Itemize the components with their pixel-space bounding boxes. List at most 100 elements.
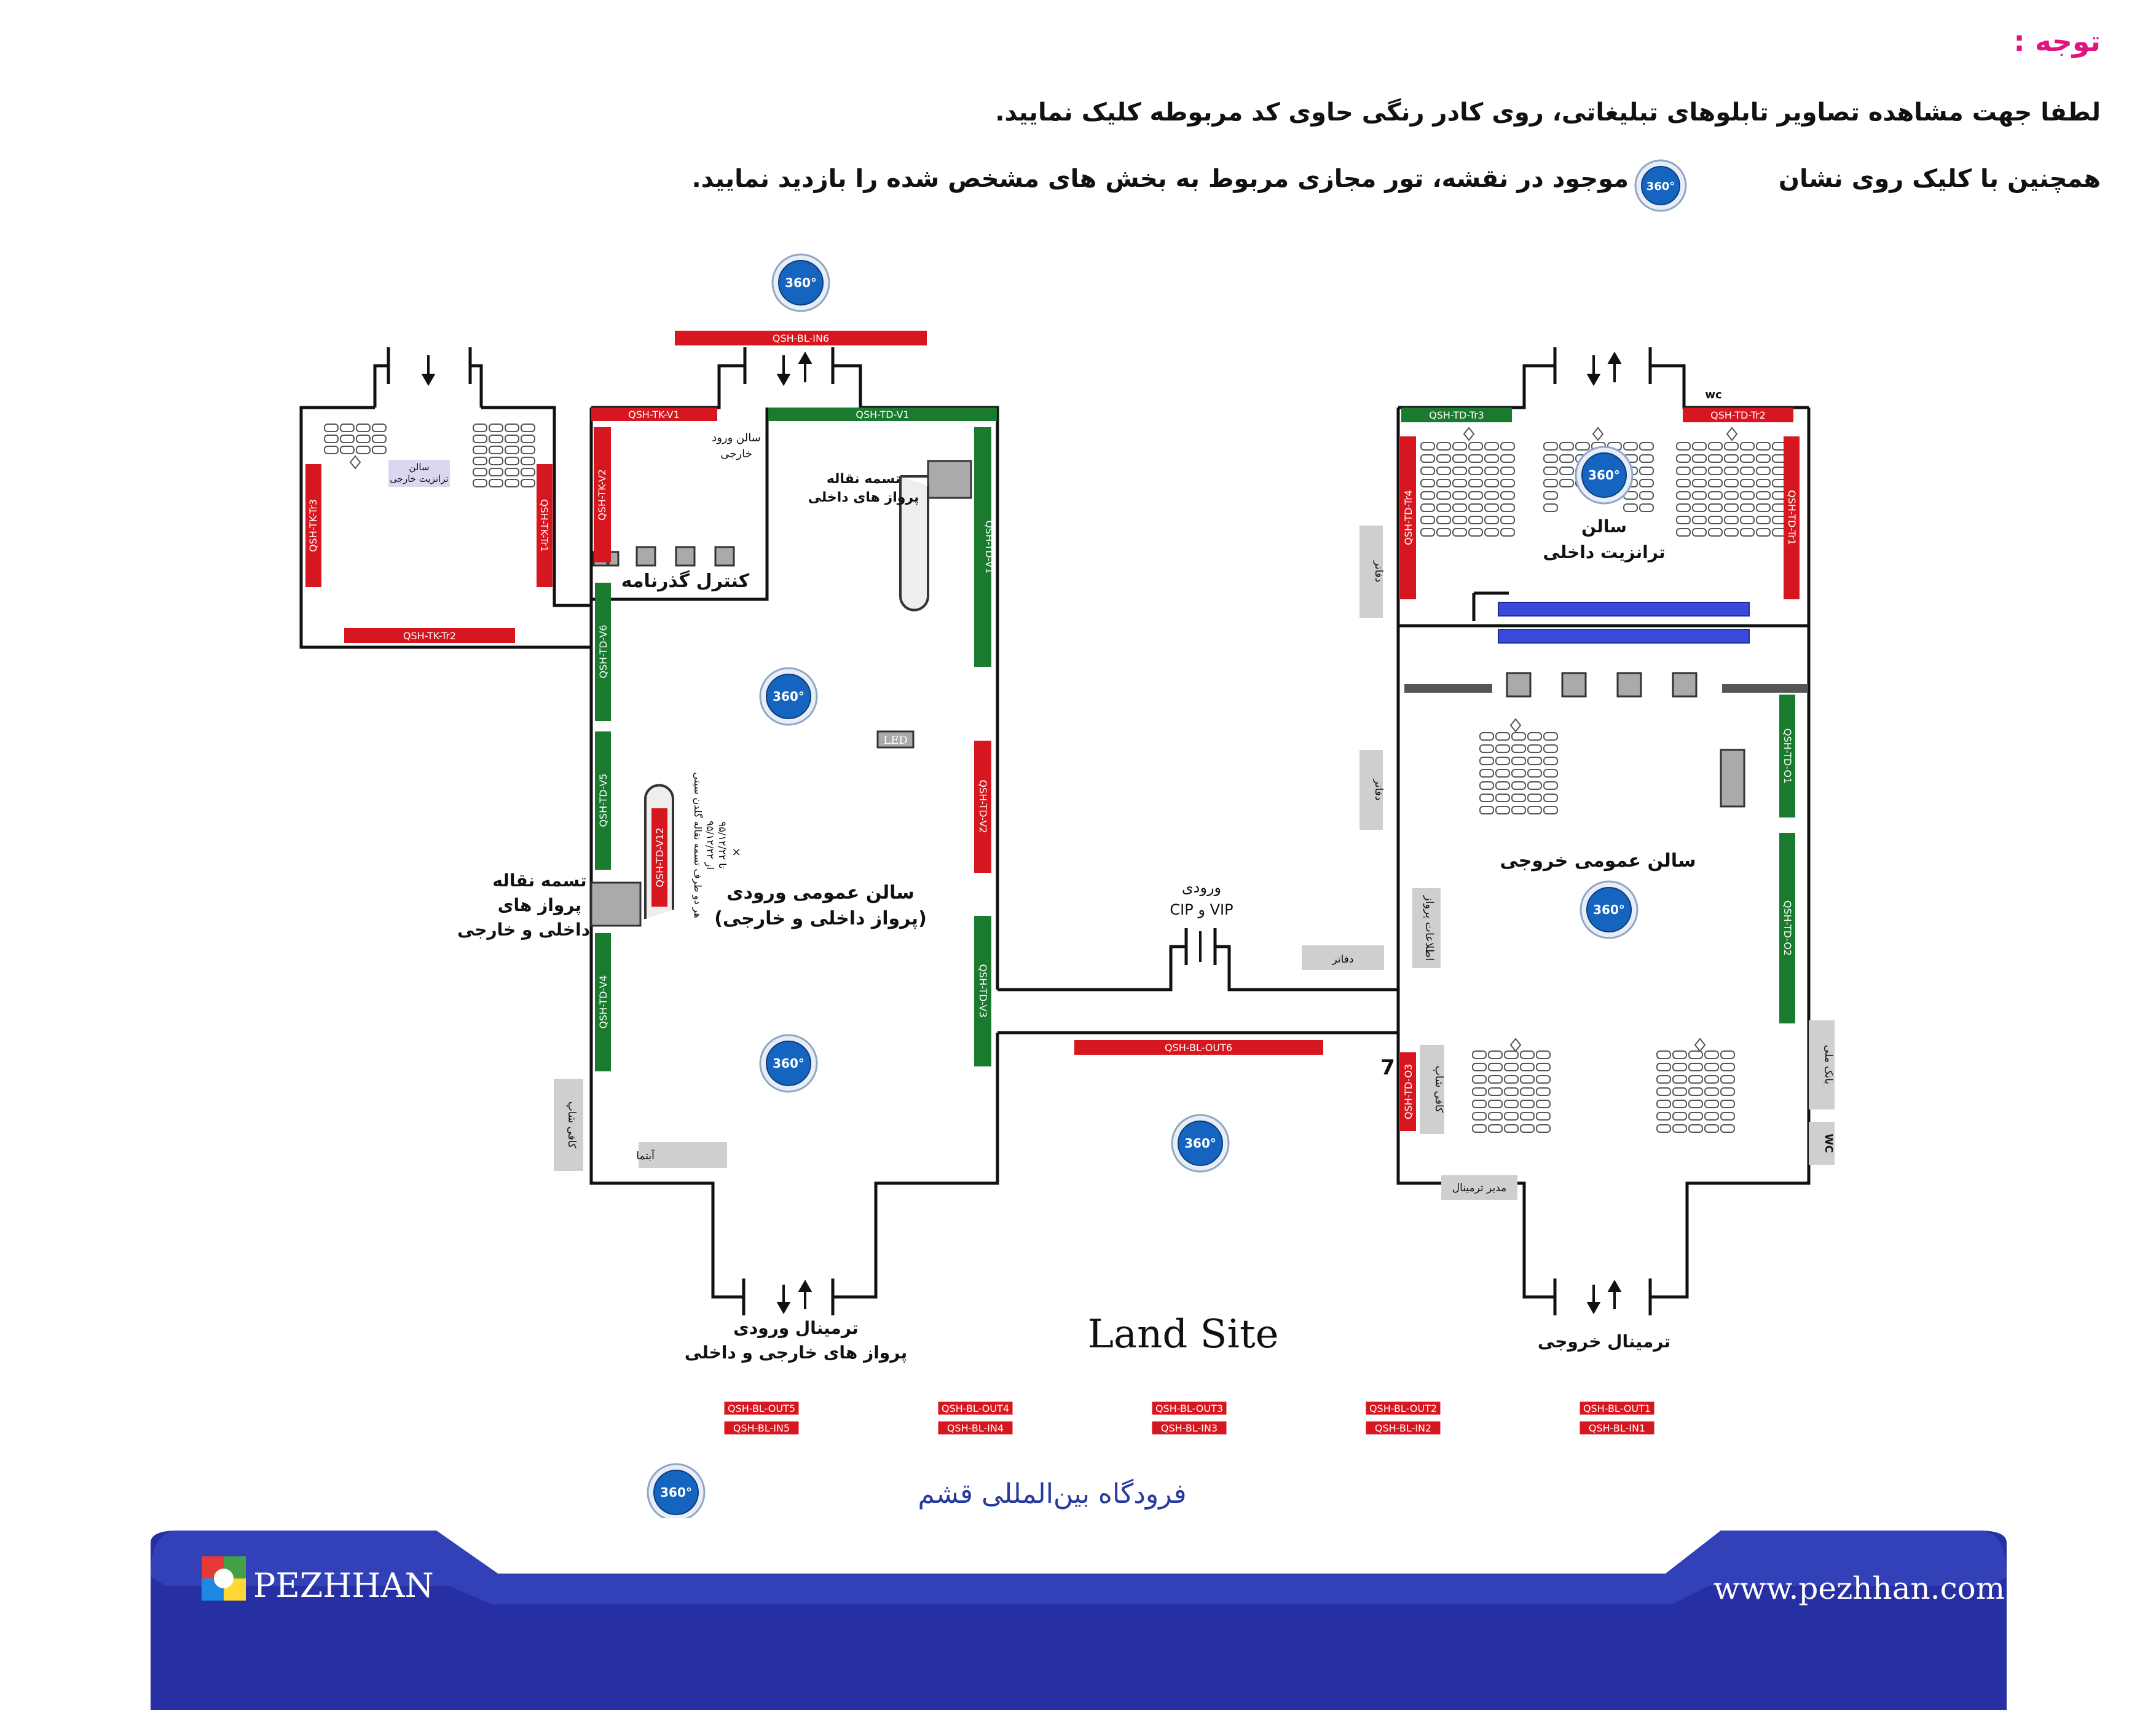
desk-1	[1498, 602, 1750, 617]
board-td-o1	[1779, 695, 1795, 818]
wc-top-label: wc	[1705, 388, 1721, 401]
abtin-label: آبتما	[636, 1149, 655, 1162]
tour-360-badge-icon[interactable]: 360°	[759, 667, 818, 726]
tour-360-badge-label: 360°	[660, 1485, 692, 1500]
offices-bottom-label: دفاتر	[1332, 953, 1354, 966]
notice-line-1: لطفا جهت مشاهده تصاویر تابلوهای تبلیغاتی…	[995, 98, 2101, 127]
board-bl-in6	[675, 331, 927, 345]
tour-360-badge-icon[interactable]: 360°	[759, 1034, 818, 1093]
offices-2-label: دفاتر	[1372, 779, 1385, 801]
board-in5-label: QSH-BL-IN5	[733, 1422, 790, 1434]
tour-360-badge-label: 360°	[773, 1056, 805, 1071]
led-label: LED	[883, 734, 908, 747]
cip-entrance-label-1: ورودی	[1182, 879, 1221, 896]
seating	[324, 424, 1787, 1133]
board-td-v2-label: QSH-TD-V2	[977, 779, 989, 833]
notice-line-2-before: همچنین با کلیک روی نشان	[1778, 165, 2101, 193]
board-td-v1-side-label: QSH-TD-V1	[983, 520, 995, 573]
board-td-tr3-label: QSH-TD-Tr3	[1429, 409, 1484, 421]
tour-360-badge-icon[interactable]: 360°	[647, 1463, 706, 1518]
board-td-tr4	[1400, 436, 1416, 599]
belt-2-machine	[590, 881, 642, 927]
board-tk-tr2-label: QSH-TK-Tr2	[403, 630, 456, 642]
led-screen	[876, 730, 915, 749]
board-tk-tr2	[344, 628, 515, 643]
board-tk-v2	[594, 427, 611, 562]
board-tk-tr3	[305, 464, 321, 587]
board-td-v6	[595, 583, 611, 721]
board-td-v12-label: QSH-TD-V12	[654, 827, 666, 887]
departure-hall-label: سالن عمومی خروجی	[1500, 850, 1696, 872]
legend-360-icon: 360°	[1634, 159, 1687, 212]
legend-360-label: 360°	[1647, 180, 1675, 193]
brand-url[interactable]: www.pezhhan.com	[1713, 1570, 2005, 1606]
board-out1-label: QSH-BL-OUT1	[1583, 1403, 1651, 1414]
board-td-v1-top	[768, 408, 997, 421]
floor-plan: LED QSH-BL-IN6 QSH-TK-V1 QSH-TD-V1 QSH-T…	[299, 253, 1835, 1518]
pezhhan-logo-icon	[202, 1556, 246, 1601]
board-tk-tr1	[537, 464, 553, 587]
board-out3-label: QSH-BL-OUT3	[1155, 1403, 1223, 1414]
booths	[590, 460, 1745, 927]
tour-360-badge-label: 360°	[773, 689, 805, 704]
entry-foreign-label-1: سالن ورود	[712, 431, 761, 444]
board-out2	[1364, 1400, 1442, 1417]
board-in1-label: QSH-BL-IN1	[1589, 1422, 1645, 1434]
arrival-hall-label-2: (پرواز داخلی و خارجی)	[714, 908, 927, 929]
tour-360-badge-label: 360°	[785, 275, 817, 290]
board-td-v12	[651, 808, 667, 907]
belt-domestic-label-2: پرواز های داخلی	[808, 490, 919, 505]
board-tk-v2-label: QSH-TK-V2	[596, 469, 608, 521]
board-in3	[1150, 1419, 1229, 1436]
board-in4	[936, 1419, 1015, 1436]
board-bl-out6	[1074, 1040, 1323, 1055]
tour-360-badge-icon[interactable]: 360°	[1171, 1114, 1230, 1173]
brand-name: PEZHHAN	[253, 1566, 434, 1605]
board-td-tr1	[1784, 436, 1800, 599]
tour-360-badge-label: 360°	[1184, 1136, 1216, 1151]
board-out4	[936, 1400, 1015, 1417]
note-line-1: هر دو طرف تسمه نقاله گلدن سیتی	[691, 772, 704, 918]
tour-360-badge-icon[interactable]: 360°	[1580, 880, 1639, 939]
baggage-belt-domestic	[899, 476, 929, 612]
transit-domestic-label-1: سالن	[1581, 516, 1627, 537]
board-td-v2	[974, 741, 991, 873]
bank-melli-label: بانک ملی	[1822, 1045, 1835, 1084]
board-tk-tr3-label: QSH-TK-Tr3	[307, 499, 319, 552]
note-line-2: از ۹۵/۱۲/۲۲	[704, 821, 716, 870]
belt-both-label-1: تسمه نقاله	[492, 870, 586, 891]
note-x: ×	[731, 846, 741, 859]
board-bl-in6-label: QSH-BL-IN6	[773, 333, 829, 344]
arrival-terminal-label-2: پرواز های خارجی و داخلی	[685, 1342, 907, 1363]
board-out1	[1578, 1400, 1656, 1417]
terminal-manager-label: مدیر ترمینال	[1452, 1182, 1507, 1194]
ad-boards[interactable]: QSH-BL-IN6 QSH-TK-V1 QSH-TD-V1 QSH-TD-V1…	[305, 331, 1800, 1436]
tour-360-badge-icon[interactable]: 360°	[1575, 446, 1634, 505]
board-td-o2	[1779, 833, 1795, 1023]
board-out5-label: QSH-BL-OUT5	[728, 1403, 795, 1414]
tour-360-badge-label: 360°	[1588, 468, 1620, 483]
belt-both-label-2: پرواز های	[498, 895, 581, 915]
board-td-o3-label: QSH-TD-O3	[1403, 1064, 1414, 1119]
board-td-v6-label: QSH-TD-V6	[597, 625, 609, 678]
tour-360-badge-icon[interactable]: 360°	[771, 253, 830, 312]
belt-1-machine	[927, 460, 972, 499]
offices-1-label: دفاتر	[1372, 561, 1385, 583]
room-labels: سالن ترانزیت خارجی سالن ورود خارجی تسمه …	[390, 388, 1835, 1510]
board-td-v5	[595, 731, 611, 870]
belt-domestic-label-1: تسمه نقاله	[827, 471, 900, 487]
board-td-o1-label: QSH-TD-O1	[1782, 728, 1793, 784]
cip-entrance-label-2: CIP و VIP	[1170, 901, 1233, 918]
tour-badges[interactable]: 360° 360° 360° 360° 360° 360° 360°	[647, 253, 1639, 1518]
board-out2-label: QSH-BL-OUT2	[1369, 1403, 1437, 1414]
tour-360-badge-label: 360°	[1593, 902, 1625, 917]
board-td-v4	[595, 933, 611, 1071]
transit-domestic-label-2: ترانزیت داخلی	[1543, 542, 1665, 562]
board-tk-v1	[591, 408, 717, 421]
entry-foreign-label-2: خارجی	[720, 447, 752, 460]
arrival-terminal-label-1: ترمینال ورودی	[733, 1318, 859, 1338]
board-in3-label: QSH-BL-IN3	[1161, 1422, 1218, 1434]
door-arrows	[421, 351, 1622, 1315]
coffee-shop-2-label: کافی شاپ	[1433, 1066, 1445, 1113]
board-td-v1-top-label: QSH-TD-V1	[856, 409, 909, 420]
